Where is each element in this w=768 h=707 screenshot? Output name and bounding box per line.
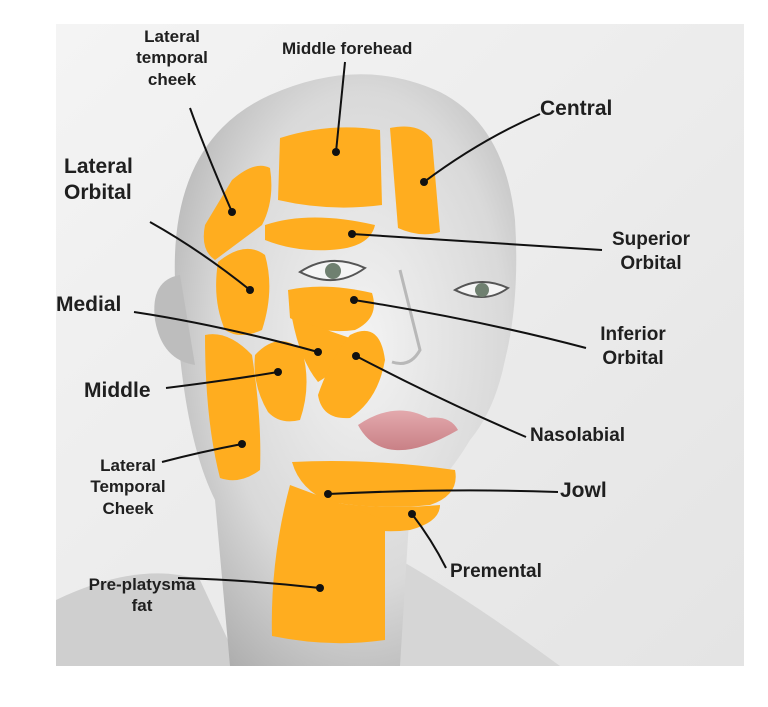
leader-central xyxy=(423,113,541,183)
compartment-nasolabial xyxy=(318,330,385,419)
dot-middle xyxy=(274,368,282,376)
label-middle-forehead: Middle forehead xyxy=(282,39,413,58)
label-medial: Medial xyxy=(56,293,122,316)
dot-middle-forehead xyxy=(332,148,340,156)
label-premental: Premental xyxy=(450,561,542,582)
dot-jowl xyxy=(324,490,332,498)
dot-central xyxy=(420,178,428,186)
dot-premental xyxy=(408,510,416,518)
leader-dots xyxy=(228,148,428,592)
leader-premental xyxy=(411,513,447,569)
right-iris xyxy=(475,283,489,297)
dot-superior-orbital xyxy=(348,230,356,238)
leader-middle-forehead xyxy=(335,61,346,153)
compartment-lateral-orbital xyxy=(216,248,270,335)
leader-nasolabial xyxy=(355,355,527,438)
compartment-pre-platysma-fat xyxy=(271,485,385,644)
shoulder-shape xyxy=(56,573,240,666)
compartment-lateral-temporal-cheek-lower xyxy=(205,334,261,481)
leader-lateral-orbital xyxy=(149,221,251,291)
leader-lines xyxy=(133,61,603,589)
dot-nasolabial xyxy=(352,352,360,360)
leader-jowl xyxy=(327,489,559,495)
neck-front-shape xyxy=(390,560,560,666)
dot-inferior-orbital xyxy=(350,296,358,304)
dot-pre-platysma-fat xyxy=(316,584,324,592)
label-inferior-orbital: Inferior Orbital xyxy=(600,324,666,369)
lips xyxy=(358,410,458,451)
dot-lateral-orbital xyxy=(246,286,254,294)
label-lateral-temporal-cheek-top: Lateral temporal cheek xyxy=(136,27,208,89)
label-superior-orbital: Superior Orbital xyxy=(611,229,691,274)
leader-lateral-temporal-cheek-top xyxy=(189,107,233,213)
leader-middle xyxy=(165,371,279,389)
dot-medial xyxy=(314,348,322,356)
leader-pre-platysma-fat xyxy=(177,577,321,589)
leader-inferior-orbital xyxy=(353,299,587,349)
label-nasolabial: Nasolabial xyxy=(530,425,626,446)
label-jowl: Jowl xyxy=(560,479,607,502)
nose-shading xyxy=(391,269,422,365)
compartment-lateral-temporal-cheek xyxy=(203,165,272,260)
label-pre-platysma-fat: Pre-platysma fat xyxy=(88,575,196,616)
leader-lateral-temporal-cheek-bottom xyxy=(161,443,243,463)
compartment-central xyxy=(390,126,440,235)
compartment-middle xyxy=(254,341,307,422)
compartment-middle-forehead xyxy=(278,127,382,208)
fat-compartments xyxy=(203,126,456,644)
label-central: Central xyxy=(540,97,613,120)
leader-medial xyxy=(133,311,319,353)
label-middle: Middle xyxy=(84,379,151,402)
label-lateral-orbital: Lateral Orbital xyxy=(64,155,133,205)
compartment-superior-orbital xyxy=(265,217,375,251)
label-lateral-temporal-cheek-bottom: Lateral Temporal Cheek xyxy=(90,456,166,518)
compartment-jowl xyxy=(292,461,456,507)
ear-shape xyxy=(154,275,195,365)
dot-lateral-temporal-cheek-bottom xyxy=(238,440,246,448)
dot-lateral-temporal-cheek-top xyxy=(228,208,236,216)
left-iris xyxy=(325,263,341,279)
leader-superior-orbital xyxy=(351,233,603,251)
